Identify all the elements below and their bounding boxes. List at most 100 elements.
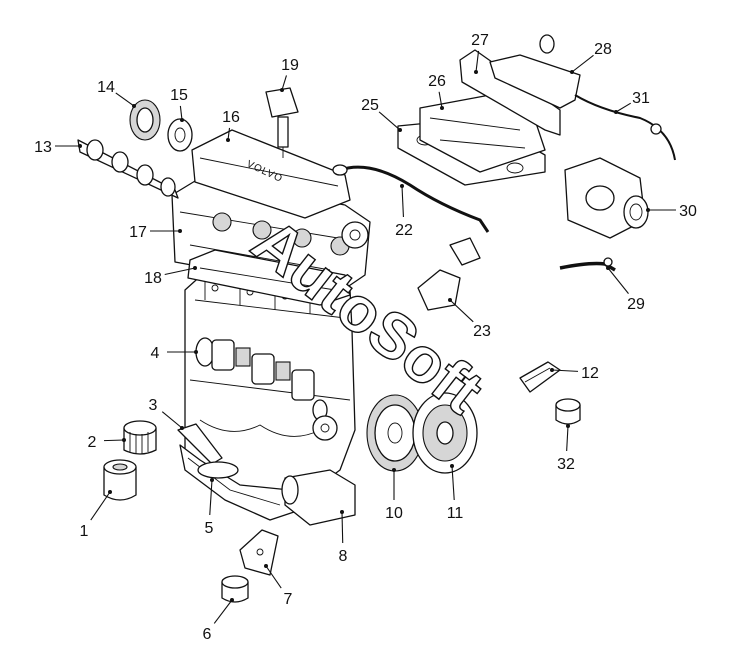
- callout-label-30: 30: [679, 203, 697, 220]
- callout-anchor-15: [180, 118, 184, 122]
- callout-anchor-28: [570, 70, 574, 74]
- callout-14: 14: [97, 79, 136, 108]
- turbocharger: [564, 157, 649, 239]
- callout-anchor-14: [132, 104, 136, 108]
- callout-anchor-30: [646, 208, 650, 212]
- callout-leader-11: [451, 465, 455, 501]
- callout-17: 17: [129, 224, 182, 241]
- coolant-pipe: [519, 361, 561, 393]
- callout-label-16: 16: [222, 109, 240, 126]
- callout-leader-3: [161, 411, 183, 429]
- callout-label-12: 12: [581, 365, 599, 382]
- oil-return-pipe: [559, 257, 616, 272]
- callout-29: 29: [606, 266, 645, 313]
- callout-anchor-19: [280, 88, 284, 92]
- callout-leader-18: [164, 267, 196, 276]
- callout-leader-31: [615, 102, 631, 113]
- callout-leader-7: [265, 565, 282, 589]
- callout-label-7: 7: [284, 591, 293, 608]
- cam-seal: [167, 118, 193, 152]
- oil-pickup: [177, 423, 239, 479]
- oil-filter-element: [123, 420, 157, 455]
- callout-leader-23: [449, 299, 474, 323]
- callout-label-25: 25: [361, 97, 379, 114]
- callout-leader-6: [213, 599, 233, 624]
- callout-leader-29: [607, 267, 629, 294]
- callout-26: 26: [428, 73, 446, 110]
- callout-anchor-10: [392, 468, 396, 472]
- callout-leader-22: [401, 185, 404, 218]
- callout-leader-5: [209, 479, 213, 516]
- callout-label-8: 8: [339, 548, 348, 565]
- heat-shield-upper: [489, 34, 581, 109]
- callout-anchor-1: [108, 490, 112, 494]
- callout-leader-28: [571, 54, 594, 73]
- callout-leader-25: [378, 111, 401, 131]
- callout-label-28: 28: [594, 41, 612, 58]
- callout-label-27: 27: [471, 32, 489, 49]
- callout-16: 16: [222, 109, 240, 142]
- callout-1: 1: [80, 490, 112, 540]
- callout-28: 28: [570, 41, 612, 74]
- callout-10: 10: [385, 468, 403, 522]
- callout-leader-32: [566, 425, 569, 452]
- callout-5: 5: [205, 478, 214, 537]
- callout-leader-14: [115, 92, 135, 107]
- cam-pulley: [129, 99, 161, 141]
- callout-4: 4: [151, 345, 198, 362]
- callout-anchor-25: [398, 128, 402, 132]
- callout-anchor-12: [550, 368, 554, 372]
- callout-leader-27: [475, 50, 480, 73]
- callout-2: 2: [88, 434, 126, 451]
- callout-anchor-23: [448, 298, 452, 302]
- callout-anchor-17: [178, 229, 182, 233]
- callout-label-17: 17: [129, 224, 147, 241]
- callout-leader-1: [90, 491, 111, 521]
- flywheel: [366, 394, 424, 472]
- callout-anchor-32: [566, 424, 570, 428]
- callout-label-13: 13: [34, 139, 52, 156]
- callout-leader-26: [438, 91, 443, 109]
- crankshaft: [195, 337, 338, 441]
- callout-label-18: 18: [144, 270, 162, 287]
- callout-label-4: 4: [151, 345, 160, 362]
- callout-22: 22: [395, 184, 413, 239]
- callout-label-10: 10: [385, 505, 403, 522]
- oil-filter-housing: [103, 459, 137, 501]
- engine-mount-bracket: [239, 529, 279, 576]
- callout-anchor-27: [474, 70, 478, 74]
- callout-leader-12: [551, 369, 579, 372]
- callout-label-3: 3: [149, 397, 158, 414]
- callout-anchor-7: [264, 564, 268, 568]
- dipstick-tube: [332, 164, 490, 233]
- callout-anchor-8: [340, 510, 344, 514]
- callout-18: 18: [144, 266, 197, 287]
- callout-12: 12: [550, 365, 599, 382]
- callout-label-19: 19: [281, 57, 299, 74]
- breather-cap: [555, 398, 581, 425]
- callout-anchor-18: [193, 266, 197, 270]
- callout-label-2: 2: [88, 434, 97, 451]
- callout-anchor-4: [194, 350, 198, 354]
- callout-anchor-3: [180, 426, 184, 430]
- callout-anchor-2: [122, 438, 126, 442]
- head-gasket: [187, 249, 351, 306]
- callout-27: 27: [471, 32, 489, 74]
- callout-31: 31: [614, 90, 650, 114]
- callout-25: 25: [361, 97, 402, 132]
- callout-8: 8: [339, 510, 348, 565]
- engine-mount-rubber: [221, 575, 249, 603]
- callout-leader-15: [179, 105, 183, 121]
- oxygen-sensor: [574, 94, 676, 161]
- clutch-disc: [412, 392, 478, 474]
- callout-leader-19: [281, 75, 287, 91]
- callout-15: 15: [170, 87, 188, 122]
- callout-label-32: 32: [557, 456, 575, 473]
- callout-label-15: 15: [170, 87, 188, 104]
- callout-23: 23: [448, 298, 491, 340]
- callout-label-26: 26: [428, 73, 446, 90]
- callout-label-31: 31: [632, 90, 650, 107]
